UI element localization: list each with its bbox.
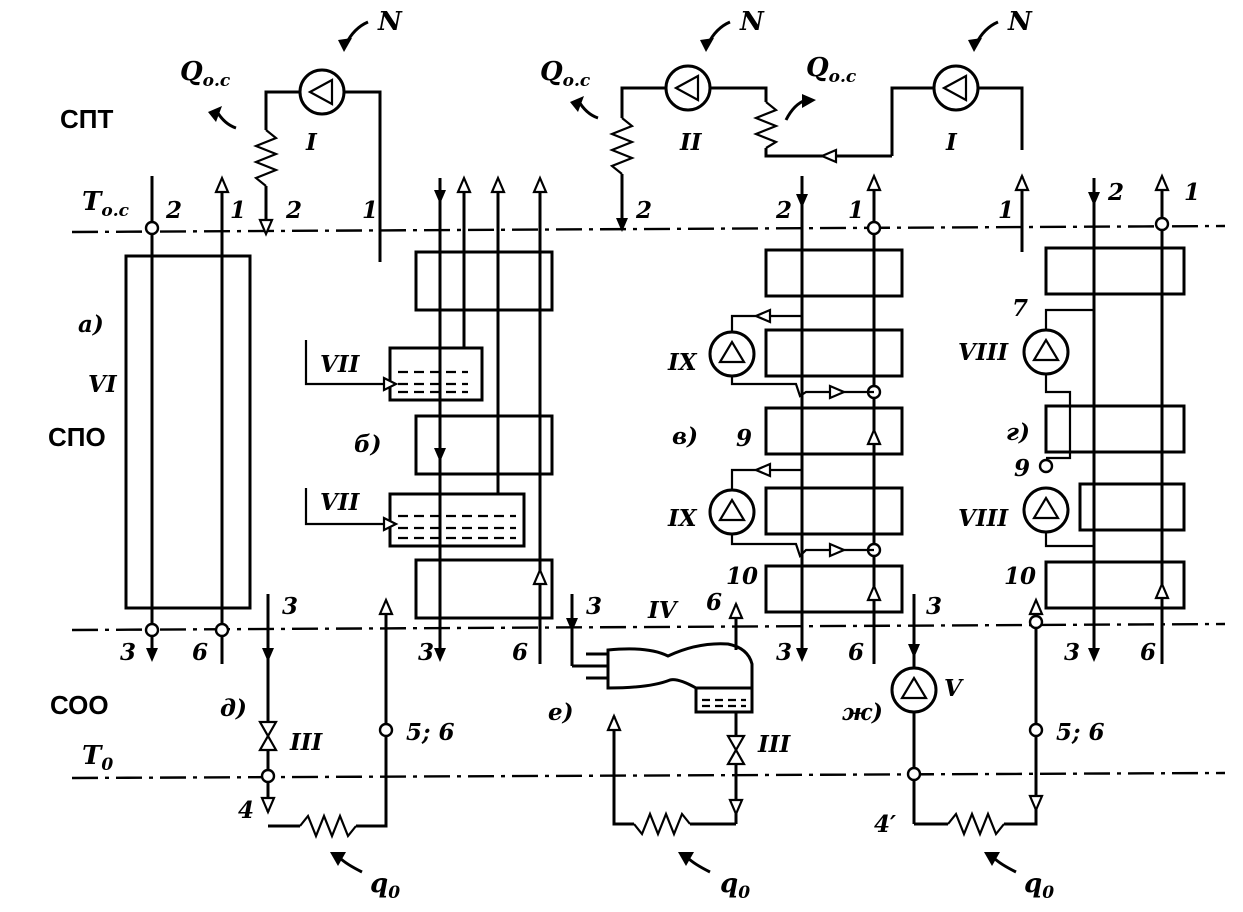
column-vi (124, 254, 252, 610)
label-point-7: 7 (1012, 295, 1028, 322)
label-scheme-d: д) (220, 695, 247, 722)
label-q-os: Qо.с (806, 53, 857, 87)
label-point-10: 10 (1004, 563, 1036, 590)
label-point-3: 3 (282, 593, 298, 620)
compressor-group-left: I N Qо.с 2 1 (180, 7, 403, 262)
scheme-v: IX IX в) 9 10 2 1 3 6 (667, 173, 904, 666)
label-q0: q0 (1024, 869, 1054, 903)
label-point-4-prime: 4′ (874, 811, 896, 838)
scheme-zh: 3 ж) V 4′ 5; 6 q0 (842, 593, 1105, 903)
label-point-1: 1 (362, 197, 378, 224)
state-point-6 (214, 622, 230, 638)
label-point-2: 2 (165, 197, 182, 224)
label-point-2: 2 (775, 197, 792, 224)
label-compressor-i: I (305, 129, 318, 156)
label-point-2: 2 (1107, 179, 1124, 206)
scheme-e: 3 IV 6 е) III q0 (548, 589, 792, 903)
arrow-up-icon (214, 175, 230, 194)
label-q0: q0 (370, 869, 400, 903)
label-point-5-6: 5; 6 (406, 719, 455, 746)
label-point-10: 10 (726, 563, 758, 590)
label-t-os: Tо.с (82, 187, 130, 221)
label-ix: IX (667, 505, 698, 532)
label-scheme-b: б) (354, 431, 382, 458)
label-scheme-v: в) (672, 423, 698, 450)
scheme-b: VII VII б) 3 6 (304, 175, 554, 666)
label-t0: T0 (82, 741, 113, 775)
compressor-ii-icon (664, 64, 712, 112)
label-point-6: 6 (706, 589, 722, 616)
pump-ix-icon (708, 488, 756, 536)
label-valve-iii: III (289, 729, 324, 756)
label-point-3: 3 (120, 639, 136, 666)
label-scheme-zh: ж) (842, 699, 883, 726)
label-scheme-e: е) (548, 699, 574, 726)
label-vii: VII (320, 351, 361, 378)
label-point-6: 6 (192, 639, 208, 666)
label-point-6: 6 (1140, 639, 1156, 666)
label-viii: VIII (958, 505, 1009, 532)
label-point-9: 9 (736, 425, 752, 452)
scheme-a: 2 1 3 6 (120, 175, 252, 666)
label-point-2: 2 (635, 197, 652, 224)
pump-viii-icon (1022, 328, 1070, 376)
label-point-4: 4 (238, 797, 254, 824)
label-soo: СОО (50, 690, 109, 720)
pump-ix-icon (708, 330, 756, 378)
label-scheme-a: а) (78, 311, 104, 338)
label-ix: IX (667, 349, 698, 376)
label-ejector-iv: IV (647, 597, 679, 624)
label-point-1: 1 (230, 197, 246, 224)
label-compressor-ii: II (679, 129, 703, 156)
scheme-g: 1 7 VIII г) 9 VIII 10 2 1 3 6 (958, 173, 1200, 666)
label-point-1: 1 (1184, 179, 1200, 206)
label-scheme-g: г) (1006, 419, 1030, 446)
state-point-3 (144, 622, 160, 638)
pump-v-icon (890, 666, 938, 714)
label-n: N (377, 7, 403, 37)
label-point-1: 1 (998, 197, 1014, 224)
label-point-3: 3 (926, 593, 942, 620)
level-line-t0 (71, 771, 1226, 780)
compressor-i-icon (298, 68, 346, 116)
label-point-9: 9 (1014, 455, 1030, 482)
scheme-d: 3 д) III 4 5; 6 q0 (220, 593, 455, 903)
label-q-os: Qо.с (180, 57, 231, 91)
label-point-5-6: 5; 6 (1056, 719, 1105, 746)
label-point-2: 2 (285, 197, 302, 224)
label-vii: VII (320, 489, 361, 516)
ejector-iv-icon (606, 642, 754, 690)
pump-viii-icon (1022, 486, 1070, 534)
label-point-6: 6 (512, 639, 528, 666)
label-pump-v: V (944, 675, 964, 702)
label-n: N (1007, 7, 1033, 37)
state-point-2 (144, 220, 160, 236)
label-point-3: 3 (1064, 639, 1080, 666)
arrow-down-icon (146, 648, 158, 662)
label-point-3: 3 (776, 639, 792, 666)
label-point-1: 1 (848, 197, 864, 224)
level-line-t-os (71, 224, 1226, 234)
label-spo: СПО (48, 422, 106, 452)
label-point-3: 3 (586, 593, 602, 620)
label-component-vi: VI (88, 371, 118, 398)
label-q-os: Qо.с (540, 57, 591, 91)
label-compressor-i: I (945, 129, 958, 156)
label-n: N (739, 7, 765, 37)
label-valve-iii: III (757, 731, 792, 758)
compressor-group-middle: II N Qо.с Qо.с 2 I N (540, 7, 1033, 232)
label-spt: СПТ (60, 104, 113, 134)
label-point-3: 3 (418, 639, 434, 666)
label-viii: VIII (958, 339, 1009, 366)
label-q0: q0 (720, 869, 750, 903)
label-point-6: 6 (848, 639, 864, 666)
level-line-spo-soo (71, 622, 1226, 632)
compressor-i-icon (932, 64, 980, 112)
